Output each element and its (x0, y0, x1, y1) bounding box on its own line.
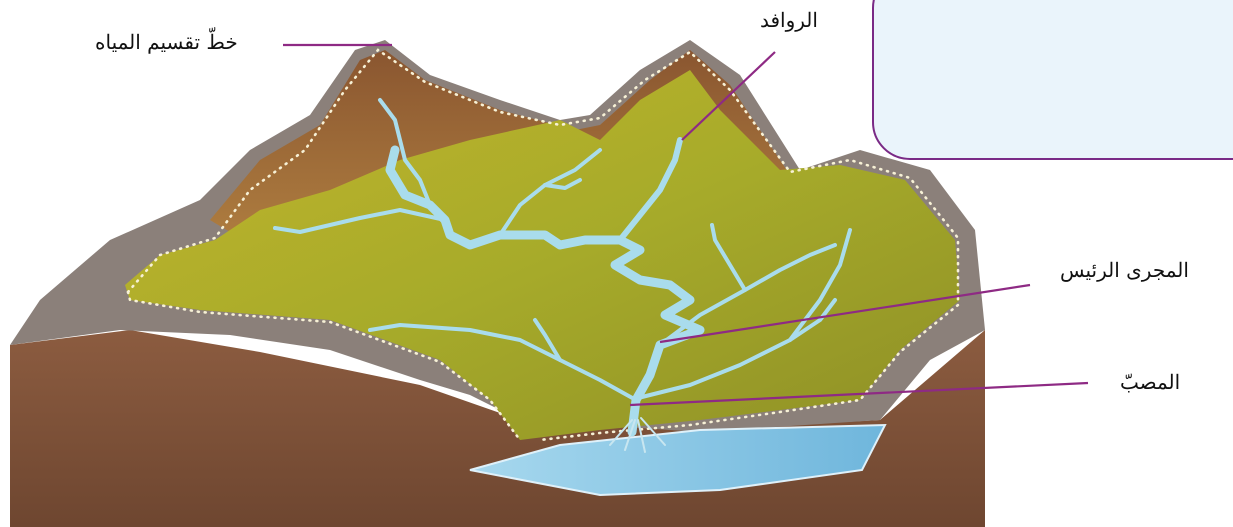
label-watershed: خطّ تقسيم المياه (95, 30, 238, 54)
label-tributaries: الروافد (760, 8, 818, 32)
label-mouth: المصبّ (1120, 370, 1180, 394)
label-main-channel: المجرى الرئيس (1060, 258, 1189, 282)
